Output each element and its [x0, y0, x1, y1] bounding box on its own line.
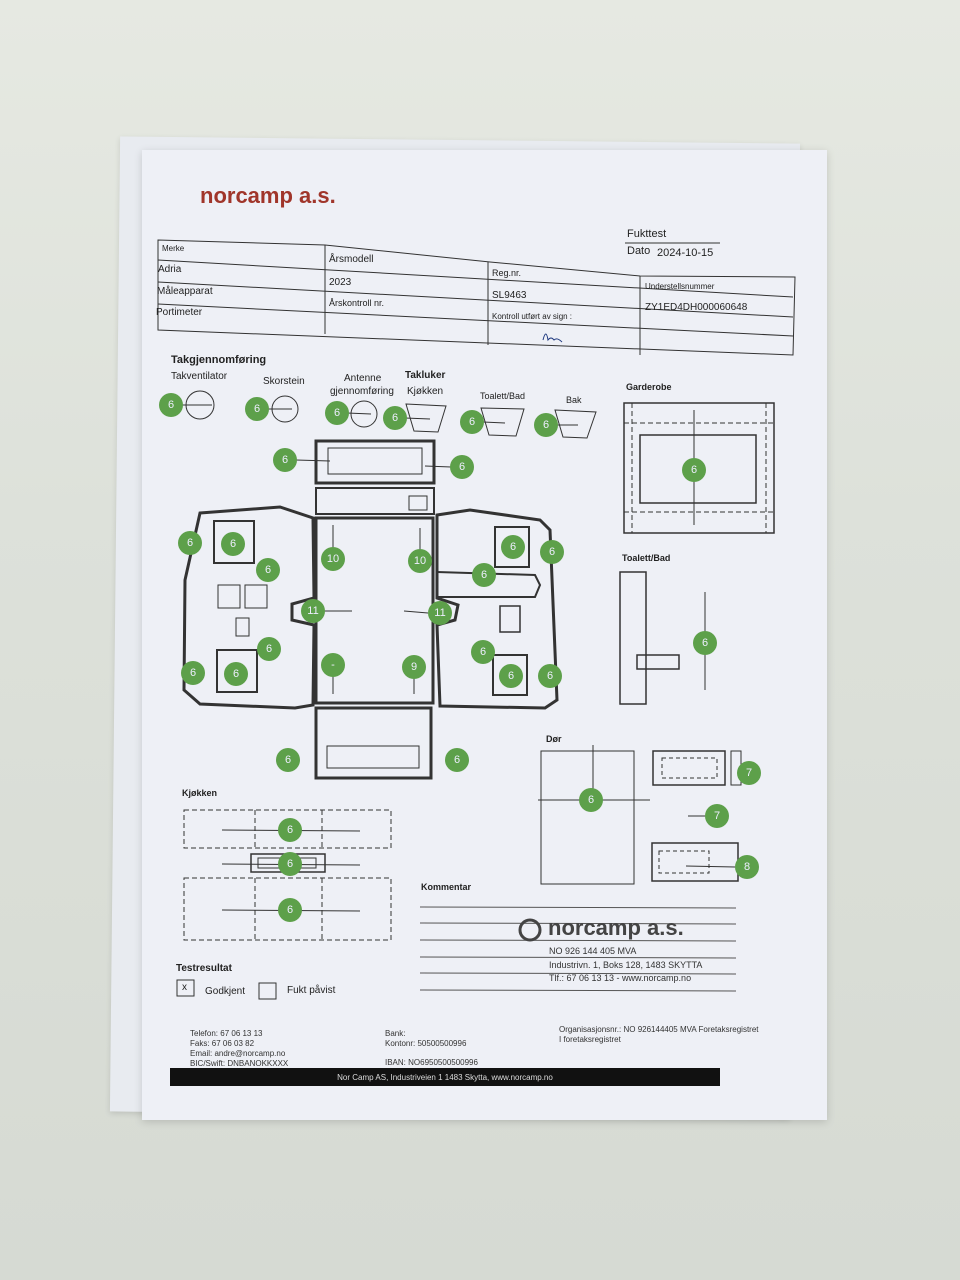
stamp-address: Industrivn. 1, Boks 128, 1483 SKYTTA	[549, 960, 703, 970]
reading-marker: 6	[471, 640, 495, 664]
godkjent-checkbox[interactable]: x	[182, 982, 187, 993]
reading-marker: 10	[321, 547, 345, 571]
reading-marker: 6	[221, 532, 245, 556]
reading-marker: 6	[276, 748, 300, 772]
logo-text: norcamp a.s.	[200, 183, 336, 208]
reading-marker: 6	[460, 410, 484, 434]
footer-email: Email: andre@norcamp.no	[190, 1049, 286, 1058]
reading-marker: 11	[301, 599, 325, 623]
reading-marker: 6	[278, 852, 302, 876]
reading-marker: 6	[579, 788, 603, 812]
regnr-value: SL9463	[492, 290, 527, 301]
reading-marker: 6	[472, 563, 496, 587]
takventilator-label: Takventilator	[171, 371, 228, 382]
footer-org: Organisasjonsnr.: NO 926144405 MVA Foret…	[559, 1025, 759, 1034]
reading-marker: 6	[501, 535, 525, 559]
reading-marker: -	[321, 653, 345, 677]
understell-value: ZY1ED4DH000060648	[645, 302, 748, 313]
footer-bank: Bank:	[385, 1029, 406, 1038]
reading-marker: 11	[428, 601, 452, 625]
reading-marker: 6	[278, 898, 302, 922]
footer-bar: Nor Camp AS, Industriveien 1 1483 Skytta…	[170, 1068, 720, 1086]
regnr-label: Reg.nr.	[492, 268, 522, 278]
reading-marker: 7	[737, 761, 761, 785]
merke-label: Merke	[162, 244, 185, 253]
reading-marker: 6	[499, 664, 523, 688]
kommentar-heading: Kommentar	[421, 882, 472, 892]
reading-marker: 6	[224, 662, 248, 686]
doc-title: Fukttest	[627, 228, 667, 240]
antenne-label: Antenne	[344, 373, 382, 384]
reading-marker: 6	[178, 531, 202, 555]
toalett-heading: Toalett/Bad	[622, 553, 671, 563]
reading-marker: 10	[408, 549, 432, 573]
stamp-logo-icon	[518, 918, 542, 942]
reading-marker: 6	[325, 401, 349, 425]
footer-bic: BIC/Swift: DNBANOKKXXX	[190, 1059, 289, 1068]
stamp-name: norcamp a.s.	[548, 915, 684, 940]
merke-value: Adria	[158, 264, 182, 275]
antenne-label-2: gjennomføring	[330, 386, 394, 397]
footer-iban: IBAN: NO6950500500996	[385, 1058, 478, 1067]
takluker-heading: Takluker	[405, 370, 446, 381]
kjokken-heading: Kjøkken	[182, 788, 218, 798]
reading-marker: 6	[693, 631, 717, 655]
reading-marker: 6	[245, 397, 269, 421]
arskontroll-label: Årskontroll nr.	[329, 298, 385, 308]
reading-marker: 7	[705, 804, 729, 828]
takluke-toalett-label: Toalett/Bad	[480, 391, 526, 401]
reading-marker: 6	[256, 558, 280, 582]
footer-faks: Faks: 67 06 03 82	[190, 1039, 255, 1048]
stamp-phone: Tlf.: 67 06 13 13 - www.norcamp.no	[549, 973, 692, 983]
reading-marker: 6	[278, 818, 302, 842]
reading-marker: 6	[540, 540, 564, 564]
reading-marker: 6	[445, 748, 469, 772]
date-label: Dato	[627, 245, 651, 257]
understell-label: Understellsnummer	[645, 282, 715, 291]
reading-marker: 6	[450, 455, 474, 479]
reading-marker: 9	[402, 655, 426, 679]
stamp-org: NO 926 144 405 MVA	[549, 946, 637, 956]
kontroll-label: Kontroll utført av sign :	[492, 312, 573, 321]
reading-marker: 6	[181, 661, 205, 685]
reading-marker: 8	[735, 855, 759, 879]
arsmodell-label: Årsmodell	[329, 254, 374, 265]
dor-heading: Dør	[546, 734, 562, 744]
footer-telefon: Telefon: 67 06 13 13	[190, 1029, 263, 1038]
maleapparat-value: Portimeter	[156, 307, 203, 318]
maleapparat-label: Måleapparat	[157, 286, 213, 297]
date-value: 2024-10-15	[657, 247, 714, 259]
godkjent-label: Godkjent	[205, 986, 246, 997]
reading-marker: 6	[159, 393, 183, 417]
reading-marker: 6	[273, 448, 297, 472]
reading-marker: 6	[383, 406, 407, 430]
fukt-label: Fukt påvist	[287, 985, 336, 996]
reading-marker: 6	[534, 413, 558, 437]
garderobe-heading: Garderobe	[626, 382, 672, 392]
company-logo: norcamp a.s.	[200, 183, 336, 209]
takluke-kjokken-label: Kjøkken	[407, 386, 444, 397]
takluke-bak-label: Bak	[566, 395, 582, 405]
footer-kontonr: Kontonr: 50500500996	[385, 1039, 467, 1048]
testresultat-heading: Testresultat	[176, 963, 232, 974]
takgjennomforing-heading: Takgjennomføring	[171, 354, 267, 366]
reading-marker: 6	[682, 458, 706, 482]
skorstein-label: Skorstein	[263, 376, 305, 387]
reading-marker: 6	[257, 637, 281, 661]
footer-org-2: I foretaksregistret	[559, 1035, 621, 1044]
arsmodell-value: 2023	[329, 277, 352, 288]
reading-marker: 6	[538, 664, 562, 688]
